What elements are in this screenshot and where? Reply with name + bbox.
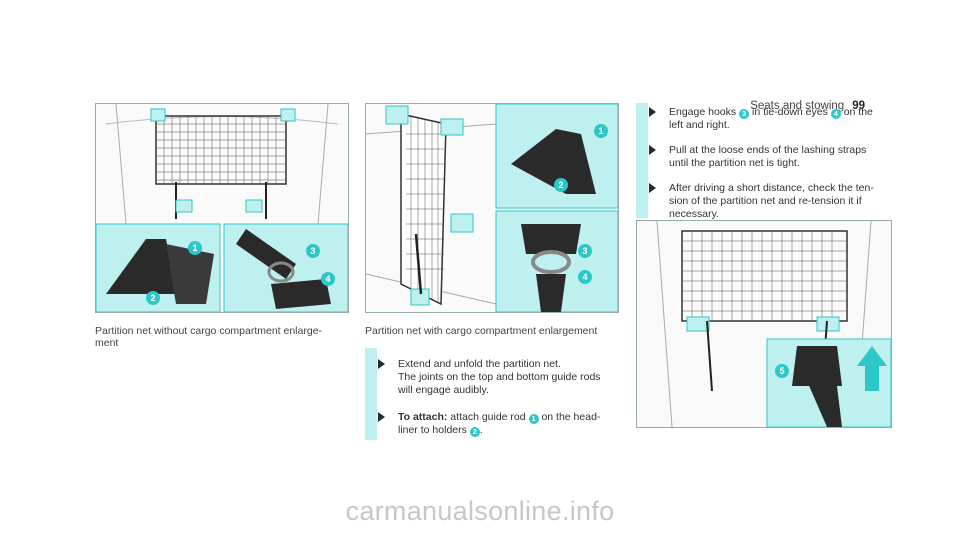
step-arrow-icon (378, 359, 385, 369)
caption-middle: Partition net with cargo compartment enl… (365, 325, 598, 337)
page-number: 99 (852, 100, 865, 112)
step-engage-hooks: Engage hooks 3 in tie-down eyes 4 on the… (649, 106, 899, 132)
figure-left: 1 2 3 4 (95, 103, 349, 313)
callout-3: 3 (306, 244, 320, 258)
steps-right: Engage hooks 3 in tie-down eyes 4 on the… (649, 106, 899, 221)
callout-1: 1 (594, 124, 608, 138)
section-title: Seats and stowing (750, 100, 845, 112)
step-bar-right (636, 103, 648, 218)
step-arrow-icon (649, 183, 656, 193)
callout-2: 2 (146, 291, 160, 305)
callout-5: 5 (775, 364, 789, 378)
page-header: Seats and stowing 99 (750, 100, 865, 112)
watermark: carmanualsonline.info (345, 496, 615, 526)
step-2: To attach: attach guide rod 1 on the hea… (378, 411, 628, 437)
caption-left: Partition net without cargo compartment … (95, 325, 323, 349)
step-arrow-icon (649, 145, 656, 155)
step-check-tension: After driving a short distance, check th… (649, 182, 899, 221)
callout-3: 3 (578, 244, 592, 258)
callout-2: 2 (554, 178, 568, 192)
figure-right: 5 (636, 220, 892, 428)
callout-4: 4 (578, 270, 592, 284)
steps-middle: Extend and unfold the partition net. The… (378, 358, 628, 437)
step-1: Extend and unfold the partition net. The… (378, 358, 628, 397)
step-arrow-icon (378, 412, 385, 422)
step-arrow-icon (649, 107, 656, 117)
step-bar-middle (365, 348, 377, 440)
figure-middle: 1 2 3 4 (365, 103, 619, 313)
callout-4: 4 (321, 272, 335, 286)
step-pull-straps: Pull at the loose ends of the lashing st… (649, 144, 899, 170)
callout-1: 1 (188, 241, 202, 255)
